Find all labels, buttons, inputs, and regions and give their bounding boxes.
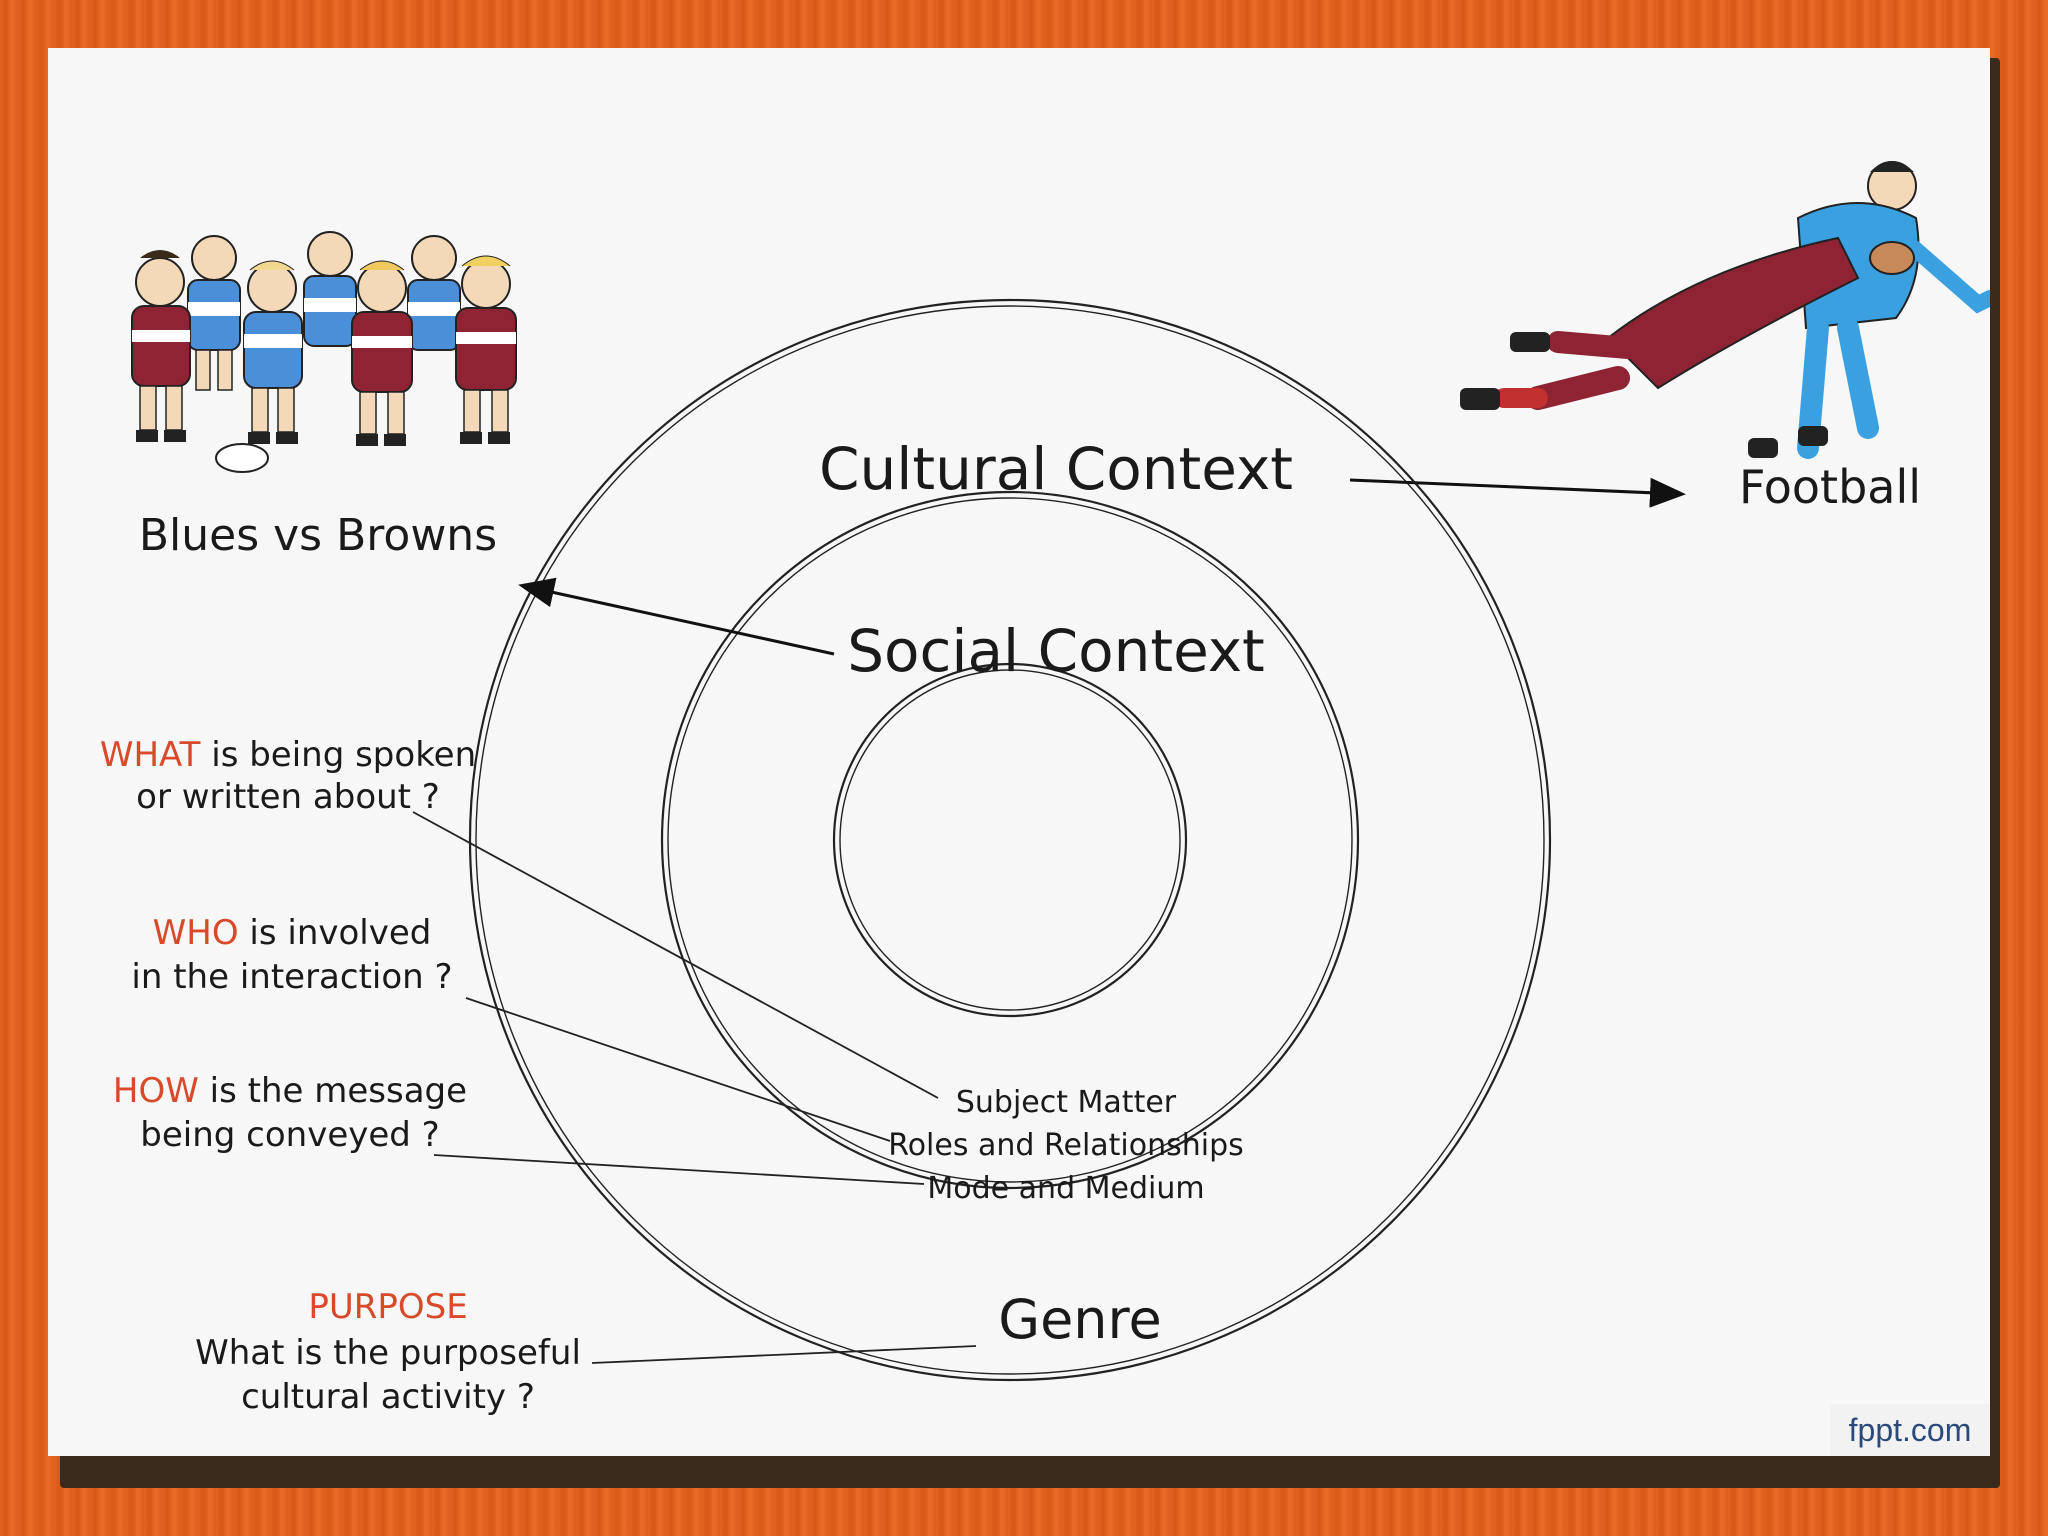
football-label: Football (1739, 460, 1921, 514)
connector-what (412, 811, 939, 1099)
mode-medium-label: Mode and Medium (927, 1171, 1204, 1206)
question-who: WHO is involved in the interaction ? (131, 913, 452, 997)
subject-matter-label: Subject Matter (956, 1085, 1177, 1120)
who-keyword: WHO (153, 913, 239, 953)
question-how: HOW is the message being conveyed ? (113, 1071, 467, 1155)
context-diagram: Cultural Context Social Context Genre Su… (100, 161, 1990, 1417)
svg-text:WHO is involved: WHO is involved (153, 913, 432, 953)
inner-circle (832, 662, 1188, 1018)
connector-purpose (591, 1345, 977, 1364)
outer-circle-cultural (468, 298, 1552, 1382)
team-group-illustration (131, 231, 517, 473)
what-line2: or written about ? (136, 777, 440, 817)
question-purpose: PURPOSE What is the purposeful cultural … (195, 1287, 581, 1417)
who-line2: in the interaction ? (131, 957, 452, 997)
who-line1: is involved (239, 913, 432, 953)
roles-relationships-label: Roles and Relationships (888, 1128, 1244, 1163)
what-line1: is being spoken (200, 735, 476, 775)
cultural-context-label: Cultural Context (819, 435, 1293, 503)
how-line1: is the message (199, 1071, 467, 1111)
what-keyword: WHAT (100, 735, 201, 775)
arrow-to-football (1349, 477, 1686, 508)
genre-label: Genre (998, 1288, 1162, 1351)
connector-how (433, 1154, 925, 1185)
social-context-label: Social Context (847, 617, 1265, 685)
svg-text:WHAT is being spoken: WHAT is being spoken (100, 735, 476, 775)
how-line2: being conveyed ? (140, 1115, 439, 1155)
blues-vs-browns-label: Blues vs Browns (139, 510, 497, 561)
question-what: WHAT is being spoken or written about ? (100, 735, 476, 817)
how-keyword: HOW (113, 1071, 199, 1111)
svg-text:HOW is the message: HOW is the message (113, 1071, 467, 1111)
purpose-line2: cultural activity ? (241, 1377, 535, 1417)
fppt-watermark: fppt.com (1830, 1404, 1990, 1456)
middle-circle-social (660, 490, 1360, 1190)
connector-who (465, 997, 891, 1142)
slide: Cultural Context Social Context Genre Su… (48, 48, 1990, 1456)
purpose-line1: What is the purposeful (195, 1333, 581, 1373)
purpose-keyword: PURPOSE (308, 1287, 467, 1327)
rugby-tackle-illustration (1460, 161, 1990, 459)
arrow-to-blues-vs-browns (518, 577, 835, 656)
